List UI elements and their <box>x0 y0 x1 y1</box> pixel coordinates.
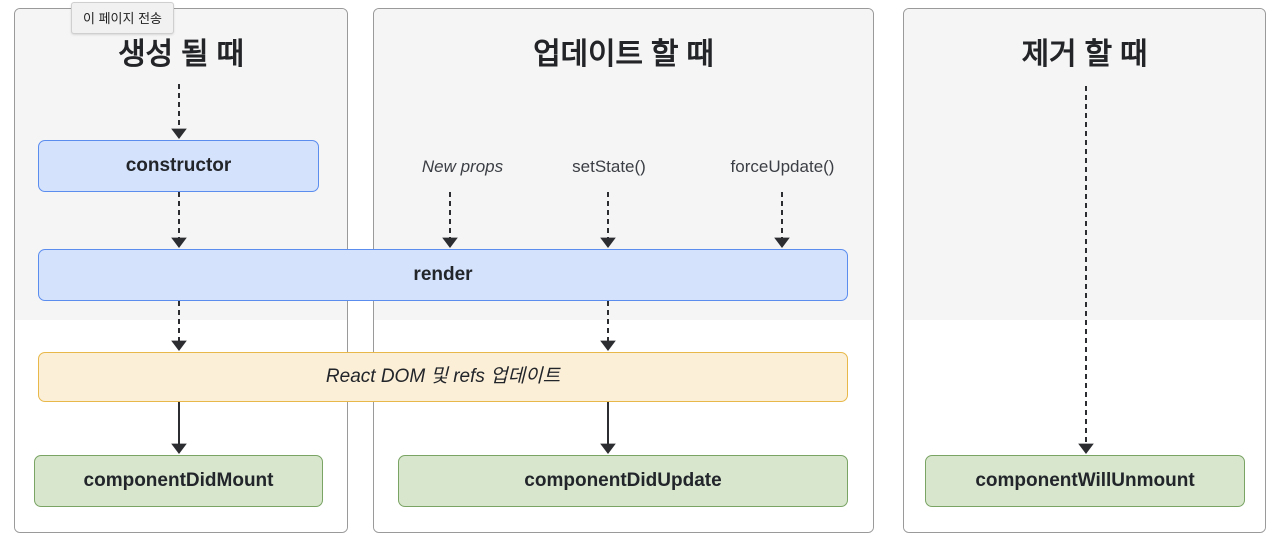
node-component-did-update[interactable]: componentDidUpdate <box>398 455 848 507</box>
trigger-set-state: setState() <box>572 157 646 176</box>
node-constructor-label: constructor <box>125 154 232 176</box>
node-constructor[interactable]: constructor <box>38 140 319 192</box>
node-render-label: render <box>413 263 473 285</box>
node-react-dom-update-label: React DOM 및 refs 업데이트 <box>325 365 561 387</box>
panel-unmounting-render-phase <box>904 9 1265 321</box>
node-component-did-mount[interactable]: componentDidMount <box>34 455 323 507</box>
panel-unmounting-title: 제거 할 때 <box>1021 38 1148 71</box>
node-component-will-unmount-label: componentWillUnmount <box>975 469 1195 491</box>
panel-mounting-title: 생성 될 때 <box>118 38 244 71</box>
node-component-did-update-label: componentDidUpdate <box>524 469 722 491</box>
panel-updating-title: 업데이트 할 때 <box>533 38 714 71</box>
trigger-force-update: forceUpdate() <box>730 157 835 176</box>
trigger-new-props: New props <box>421 157 504 176</box>
node-react-dom-update[interactable]: React DOM 및 refs 업데이트 <box>38 352 848 402</box>
node-component-did-mount-label: componentDidMount <box>83 469 274 491</box>
node-render[interactable]: render <box>38 249 848 301</box>
page-send-tooltip: 이 페이지 전송 <box>71 2 174 34</box>
node-component-will-unmount[interactable]: componentWillUnmount <box>925 455 1245 507</box>
